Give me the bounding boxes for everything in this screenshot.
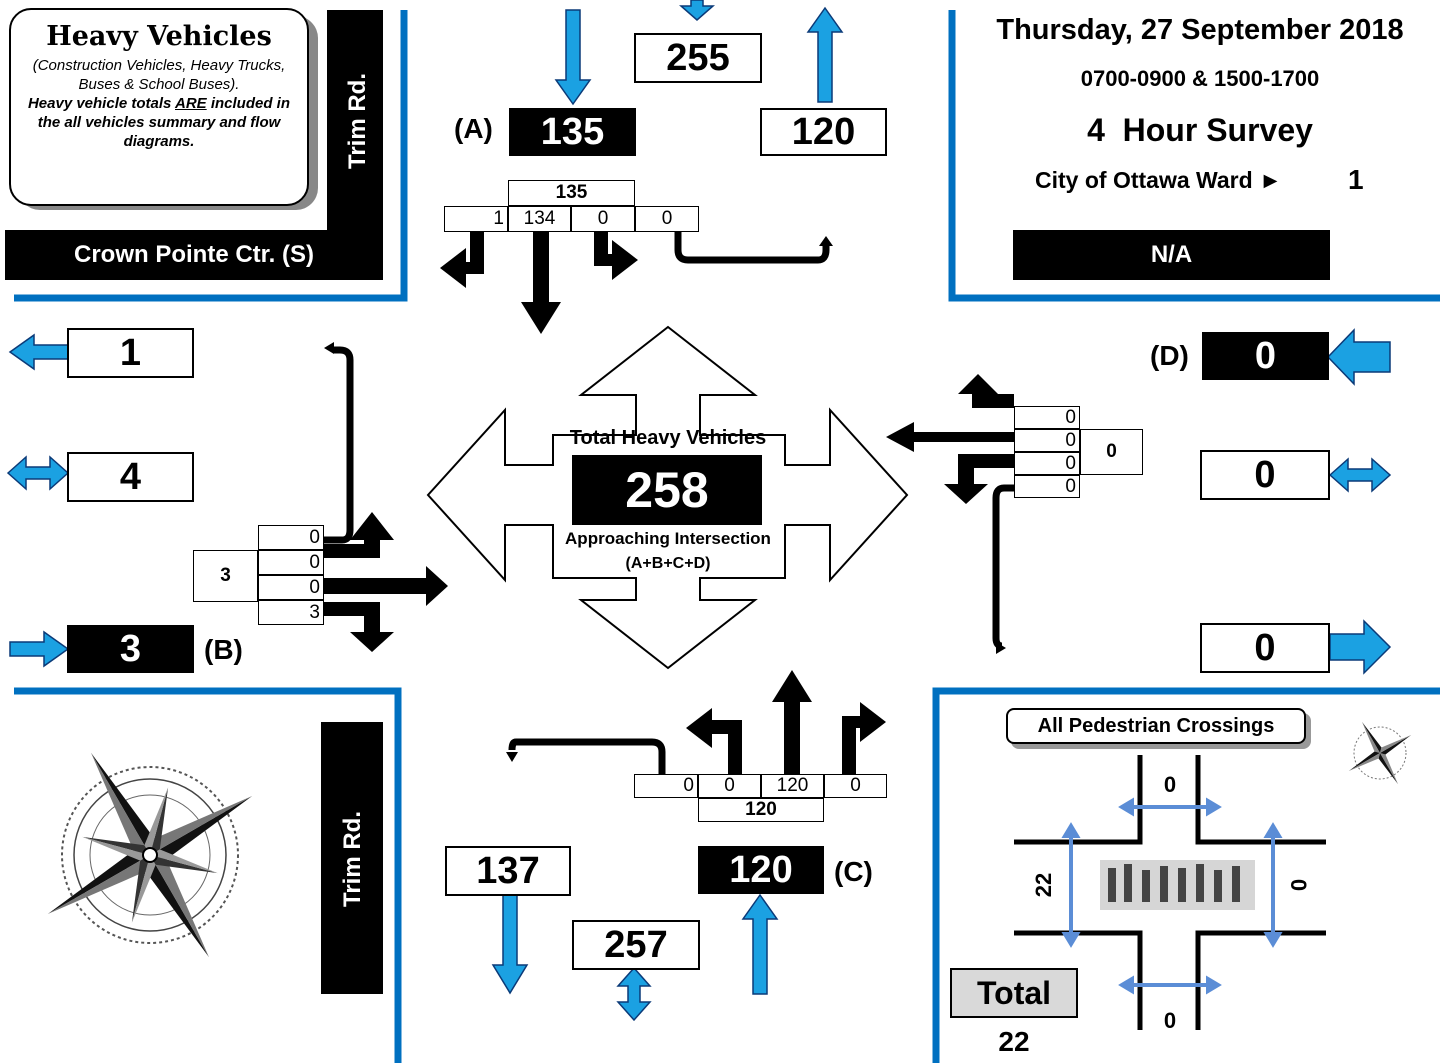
ped-total-label: Total bbox=[950, 968, 1078, 1018]
ped-north-count: 0 bbox=[1150, 772, 1190, 798]
small-compass-icon bbox=[1331, 704, 1429, 802]
ped-east-count: 0 bbox=[1285, 865, 1311, 905]
ped-south-count: 0 bbox=[1150, 1008, 1190, 1034]
ped-total-value: 22 bbox=[986, 1026, 1042, 1058]
ped-west-count: 22 bbox=[1031, 865, 1057, 905]
